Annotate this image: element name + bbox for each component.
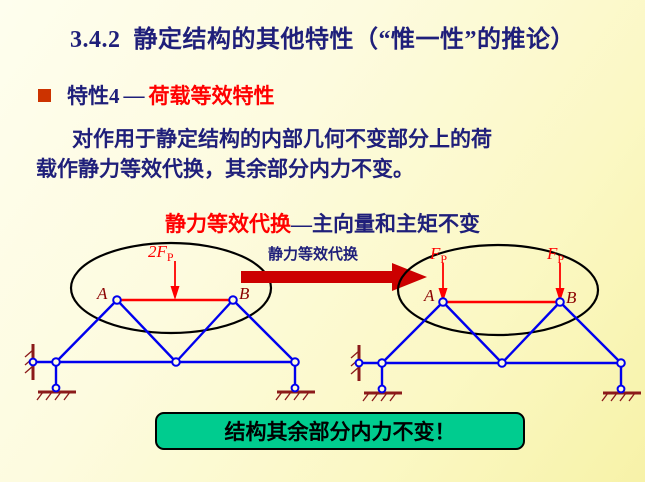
right-load-subscript-right: P <box>557 252 564 266</box>
left-ground-support-1 <box>36 390 76 401</box>
right-node-b-label: B <box>566 288 577 307</box>
paragraph-line-1: 对作用于静定结构的内部几何不变部分上的荷 <box>72 127 492 151</box>
conclusion-box: 结构其余部分内力不变！ <box>155 412 525 450</box>
right-load-label-left: FP <box>429 244 447 266</box>
right-truss-figure: FP FP A B <box>350 243 641 402</box>
left-load-value: 2F <box>148 242 168 261</box>
right-highlight-ellipse <box>396 243 600 337</box>
left-load-subscript: P <box>167 250 174 264</box>
conclusion-text: 结构其余部分内力不变！ <box>224 420 456 444</box>
left-truss-joints <box>28 295 300 393</box>
bullet-dash: — <box>123 82 145 107</box>
right-load-arrow-left <box>438 263 448 302</box>
equivalence-dash: — <box>291 212 312 236</box>
transformation-arrow <box>241 263 427 291</box>
right-ground-support-1 <box>362 391 402 402</box>
bullet-emphasis: 荷载等效特性 <box>148 84 275 108</box>
right-load-value-right: F <box>546 244 558 263</box>
equivalence-statement: 静力等效代换—主向量和主矩不变 <box>0 208 645 238</box>
left-load-label: 2FP <box>148 242 174 264</box>
bullet-square-icon <box>38 88 51 102</box>
equivalence-red-part: 静力等效代换 <box>165 212 291 236</box>
bullet-label: 特性4 <box>67 84 120 108</box>
bullet-row: 特性4 — 荷载等效特性 <box>38 80 275 110</box>
right-node-a-label: A <box>423 286 435 305</box>
right-load-subscript-left: P <box>440 252 447 266</box>
left-load-arrow <box>170 261 180 300</box>
page-title: 3.4.2 静定结构的其他特性（“惟一性”的推论） <box>0 19 645 54</box>
transformation-arrow-label: 静力等效代换 <box>268 247 359 263</box>
left-ground-support-2 <box>275 390 315 401</box>
right-load-arrow-right <box>555 263 565 302</box>
title-text: 静定结构的其他特性（“惟一性”的推论） <box>133 27 575 53</box>
paragraph-line-2: 载作静力等效代换，其余部分内力不变。 <box>36 157 414 181</box>
left-node-a-label: A <box>96 284 108 303</box>
left-node-b-label: B <box>239 284 250 303</box>
title-number: 3.4.2 <box>70 27 121 53</box>
right-truss-joints <box>354 297 626 394</box>
equivalence-blue-part: 主向量和主矩不变 <box>312 212 480 236</box>
left-highlight-ellipse <box>69 241 273 335</box>
left-truss-figure: 2FP A B <box>24 241 315 401</box>
body-paragraph: 对作用于静定结构的内部几何不变部分上的荷 载作静力等效代换，其余部分内力不变。 <box>36 124 614 184</box>
right-load-value-left: F <box>429 244 441 263</box>
right-ground-support-2 <box>601 391 641 402</box>
right-load-label-right: FP <box>546 244 564 266</box>
